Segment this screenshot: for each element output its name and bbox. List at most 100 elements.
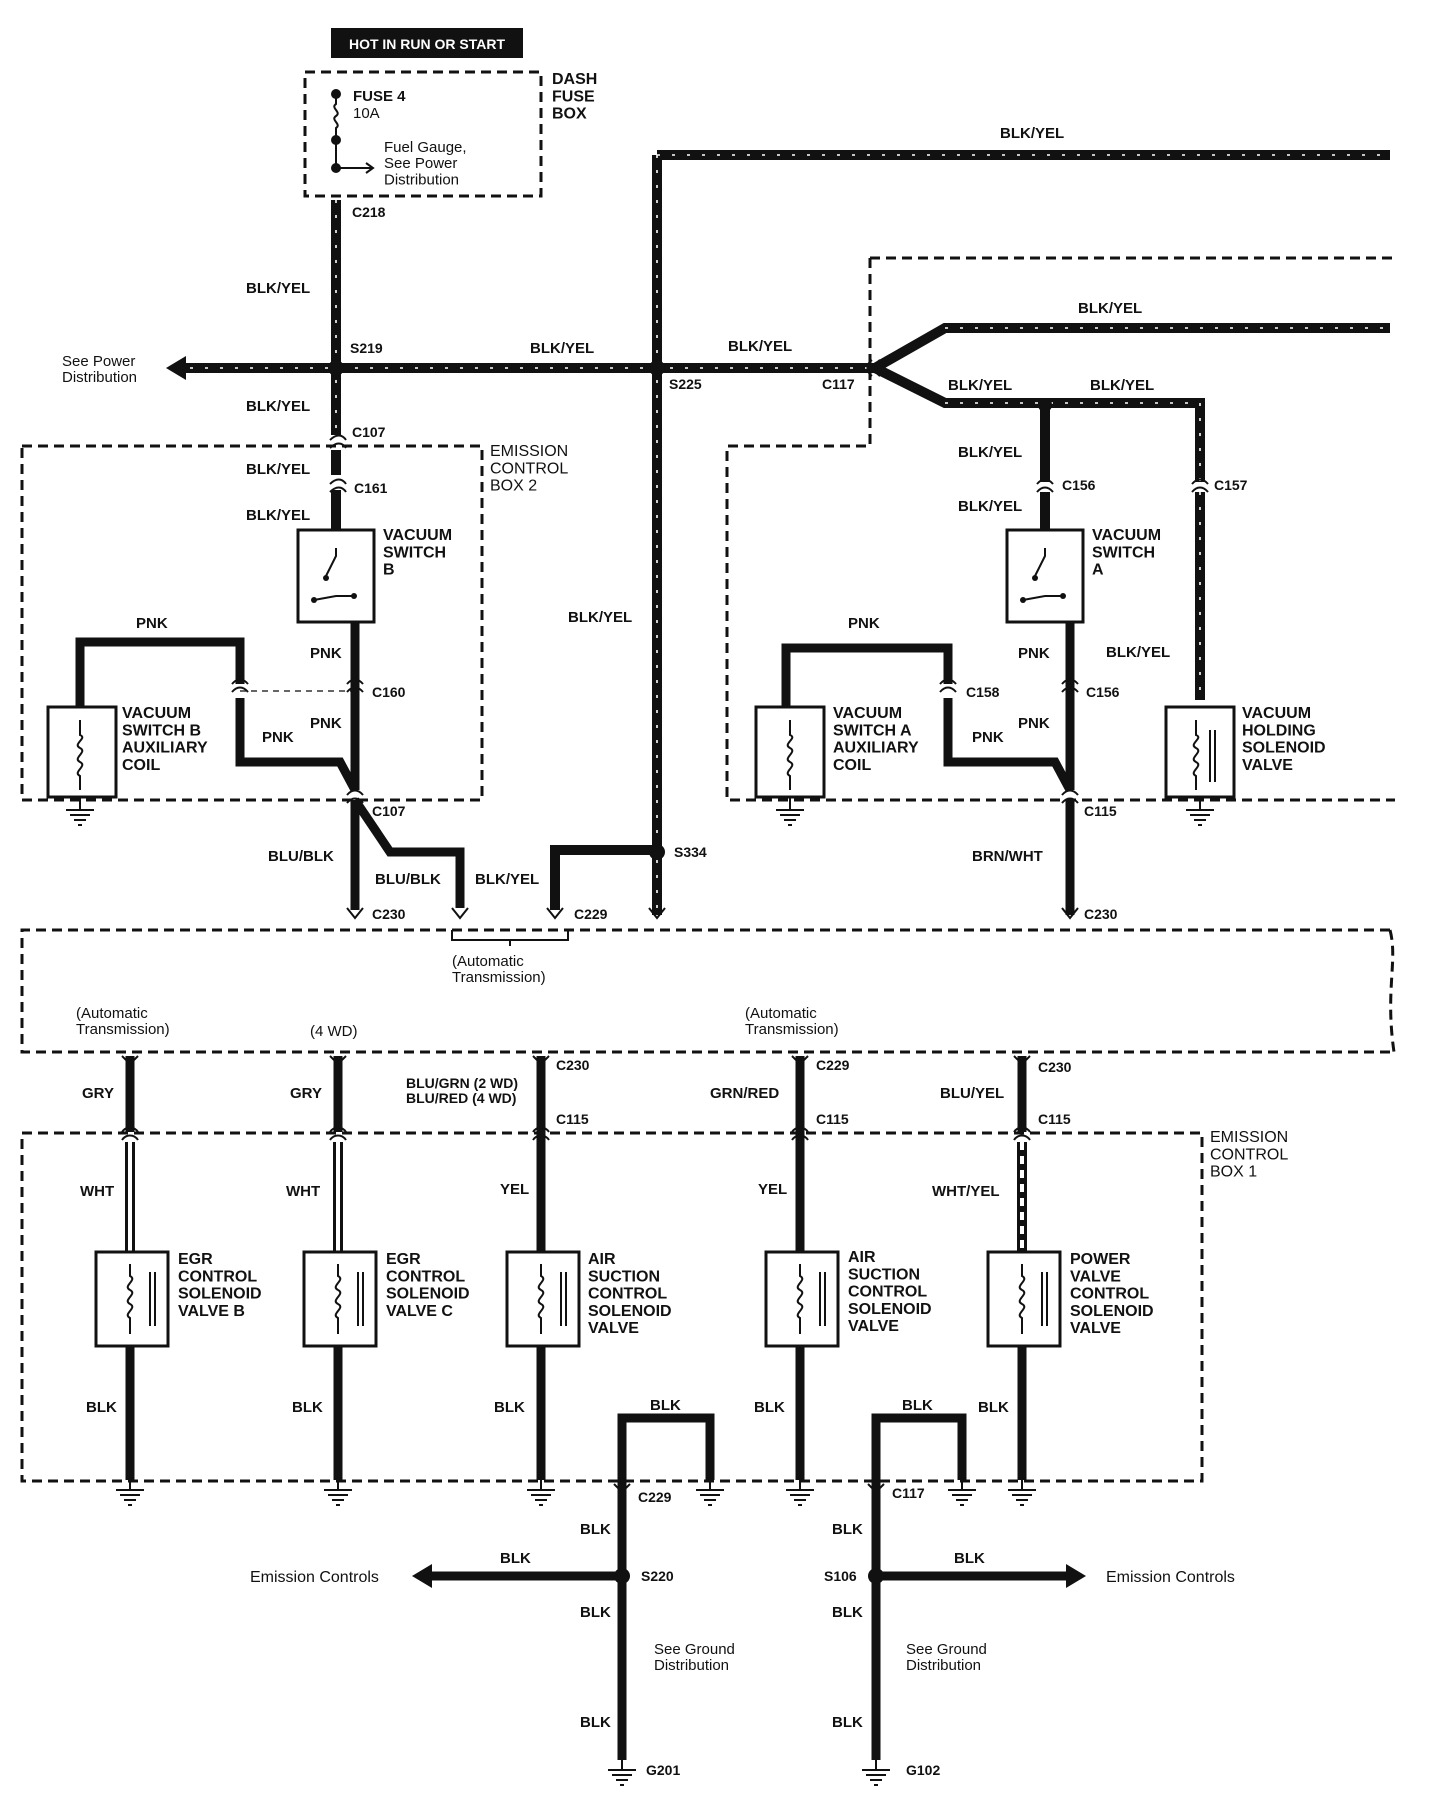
hot-label: HOT IN RUN OR START	[349, 36, 506, 52]
ground-icon	[776, 797, 804, 826]
connector-label: C229	[638, 1489, 672, 1505]
vsa-contact-2	[1020, 597, 1026, 603]
wire-label: BLK	[292, 1399, 323, 1416]
wire-label: PNK	[310, 715, 342, 732]
wire-label: GRY	[290, 1085, 322, 1102]
c117-connector-mark	[866, 359, 881, 377]
wire-label: WHT	[80, 1183, 114, 1200]
connector-label: S334	[674, 844, 707, 860]
wire-label: PNK	[262, 729, 294, 746]
wire-label: BLK	[86, 1399, 117, 1416]
connector-label: C115	[1038, 1111, 1071, 1127]
air-suction-control-solenoid-valve-1	[505, 1250, 581, 1348]
connector-label: C107	[372, 803, 406, 819]
connector-label: C230	[1084, 906, 1118, 922]
emission-controls-arrow-left-icon	[412, 1564, 432, 1588]
wire-label: YEL	[500, 1181, 529, 1198]
connector-label: C230	[372, 906, 406, 922]
vsb-contact-2	[311, 597, 317, 603]
wire-label: BLK	[832, 1521, 863, 1538]
connector-label: C117	[822, 376, 855, 392]
wire-label: BLK	[500, 1550, 531, 1567]
auto-trans-bracket	[451, 930, 569, 946]
wire-label: BLK	[580, 1714, 611, 1731]
wire-label: BLK	[754, 1399, 785, 1416]
splice-s219	[328, 360, 344, 376]
connector-label: C157	[1214, 477, 1248, 493]
ground-icons	[116, 1480, 1036, 1786]
egr-control-solenoid-valve-b	[94, 1250, 170, 1348]
connector-label: C115	[816, 1111, 849, 1127]
wire-label: GRY	[82, 1085, 114, 1102]
wire-label: BLU/YEL	[940, 1085, 1004, 1102]
wire-label: BLK/YEL	[1090, 377, 1154, 394]
vsa-contact-3	[1060, 593, 1066, 599]
wire-label: BLK/YEL	[568, 609, 632, 626]
splice-s220	[614, 1568, 630, 1584]
wire-label: BLU/BLK	[268, 848, 334, 865]
splice-s225	[649, 360, 665, 376]
wire-label: BLK/YEL	[948, 377, 1012, 394]
wire-label: BLK	[580, 1521, 611, 1538]
wire-label: BLK	[650, 1397, 681, 1414]
wire-label: BLK	[954, 1550, 985, 1567]
vsa-contact-1	[1032, 575, 1038, 581]
wire-label: PNK	[848, 615, 880, 632]
lower-wires	[125, 1056, 1066, 1760]
wire-label: PNK	[1018, 715, 1050, 732]
emission-controls-right: Emission Controls	[1106, 1569, 1235, 1586]
connector-label: C218	[352, 204, 386, 220]
wire-label: BLK	[494, 1399, 525, 1416]
connector-label: C229	[816, 1057, 850, 1073]
hot-label-badge	[331, 28, 523, 58]
pnk-wires-box2	[75, 622, 465, 910]
vacuum-switch-a-contacts	[1022, 548, 1061, 601]
connector-label: S225	[669, 376, 702, 392]
vsb-contact-1	[323, 575, 329, 581]
fuse-element	[333, 94, 339, 164]
connector-label: C115	[556, 1111, 589, 1127]
fuel-gauge-arrow	[336, 162, 375, 174]
wire-label: BLK	[978, 1399, 1009, 1416]
fuse-rating: 10A	[353, 105, 380, 122]
wire-label: BLK/YEL	[1000, 125, 1064, 142]
connector-label: C160	[372, 684, 406, 700]
holding-coil-icon	[1192, 720, 1216, 790]
connector-label: C161	[354, 480, 388, 496]
wire-label: BLK/YEL	[958, 498, 1022, 515]
wire-label: BLU/BLK	[375, 871, 441, 888]
wire-label: BLK/YEL	[246, 507, 310, 524]
wire-label: PNK	[972, 729, 1004, 746]
pnk-wires-box-a	[781, 622, 1075, 915]
connector-panel-outline	[20, 928, 1396, 1054]
fuse-node-1	[331, 89, 341, 99]
emission-control-box-1-outline	[20, 1131, 1204, 1483]
connector-label: C229	[574, 906, 608, 922]
connector-label: C156	[1062, 477, 1096, 493]
wire-label: YEL	[758, 1181, 787, 1198]
wire-label: BRN/WHT	[972, 848, 1043, 865]
lower-connector-marks	[121, 1055, 1031, 1494]
blk-yel-stripes	[175, 154, 1390, 915]
fuse-name: FUSE 4	[353, 88, 406, 105]
vsb-coil-icon	[76, 720, 84, 790]
connector-label: S219	[350, 340, 383, 356]
vacuum-switch-b	[296, 528, 376, 624]
emission-control-box-2-outline	[20, 444, 484, 802]
splice-s334	[649, 844, 665, 860]
